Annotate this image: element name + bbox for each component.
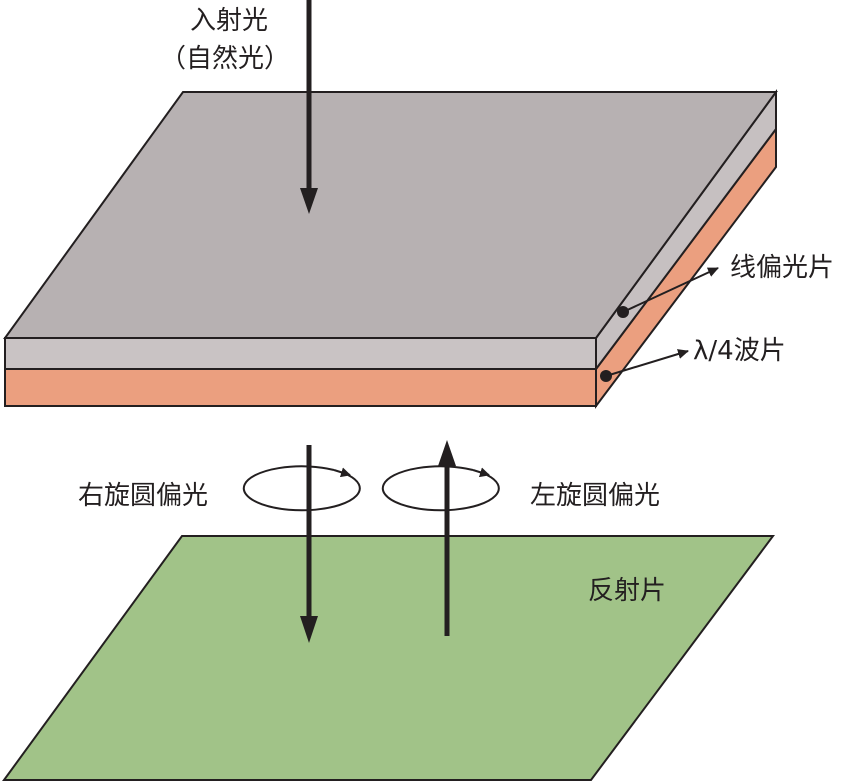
right-circular-rotation-icon — [242, 465, 361, 512]
incident-light-label: 入射光 — [190, 6, 269, 36]
linear-polarizer-label: 线偏光片 — [730, 253, 835, 283]
quarter-wave-plate-label: λ/4波片 — [693, 336, 786, 366]
incident-light-arrow — [300, 0, 318, 214]
polarizer-leader — [617, 267, 719, 318]
natural-light-label: （自然光） — [160, 44, 291, 74]
reflector-sheet — [2, 535, 775, 781]
left-circular-label: 左旋圆偏光 — [530, 481, 661, 511]
up-arrow — [438, 440, 456, 636]
down-arrow — [300, 445, 318, 643]
linear-polarizer — [3, 88, 778, 372]
reflector-label: 反射片 — [588, 576, 667, 606]
right-circular-label: 右旋圆偏光 — [78, 481, 209, 511]
waveplate-leader — [600, 349, 689, 382]
quarter-wave-plate — [4, 126, 777, 409]
left-circular-rotation-icon — [381, 465, 500, 512]
